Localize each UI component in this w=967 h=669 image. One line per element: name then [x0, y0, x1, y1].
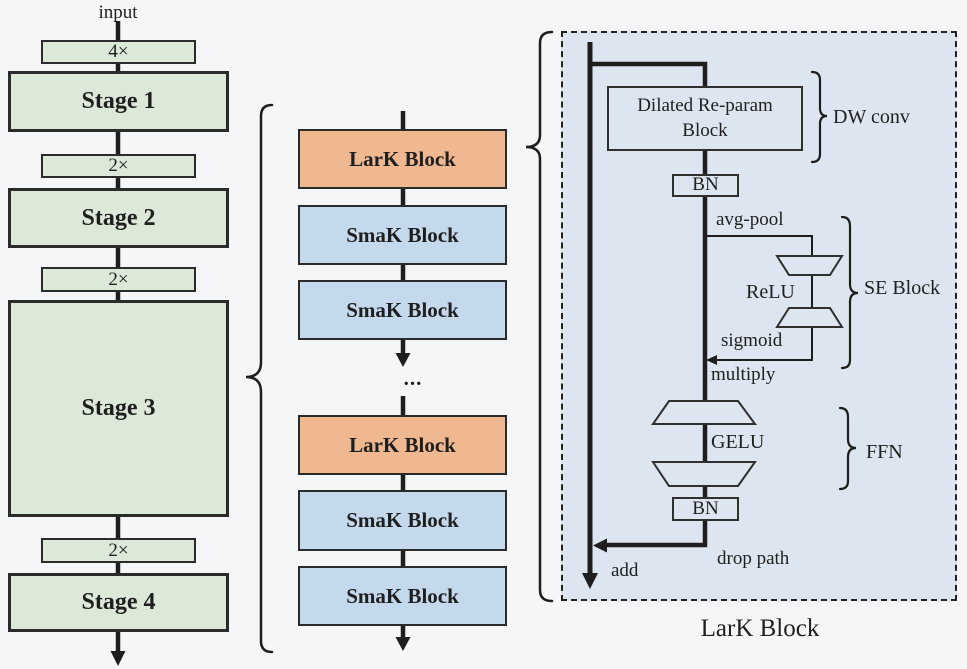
stack-ellipsis: ... — [403, 366, 423, 390]
stage1-repeat-box: 4× — [41, 40, 196, 64]
sigmoid-label: sigmoid — [721, 330, 783, 351]
backbone-output-arrowhead-icon — [110, 651, 126, 666]
bn-bottom-box: BN — [672, 497, 739, 521]
add-label: add — [611, 560, 639, 581]
stage4-repeat-box: 2× — [41, 538, 196, 563]
stage3-repeat-box: 2× — [41, 267, 196, 292]
smak-block-3: SmaK Block — [298, 490, 507, 551]
input-label: input — [98, 2, 138, 23]
lark-block-caption: LarK Block — [700, 615, 820, 642]
smak-block-2: SmaK Block — [298, 280, 507, 340]
bn-top-box: BN — [672, 174, 739, 197]
gelu-label: GELU — [711, 431, 765, 453]
dilated-reparam-block-box: Dilated Re-param Block — [607, 86, 803, 151]
stage2-repeat-box: 2× — [41, 154, 196, 178]
lark-block-2: LarK Block — [298, 415, 507, 475]
dw-conv-label: DW conv — [833, 106, 910, 128]
stage1-box: Stage 1 — [8, 71, 229, 132]
stage4-box: Stage 4 — [8, 573, 229, 632]
stack-arrowhead-bottom-icon — [395, 637, 411, 651]
lark-block-1: LarK Block — [298, 129, 507, 189]
se-block-label: SE Block — [864, 277, 941, 299]
smak-block-4: SmaK Block — [298, 566, 507, 626]
stage2-box: Stage 2 — [8, 188, 229, 248]
drop-path-label: drop path — [717, 548, 790, 569]
stack-arrowhead-top-icon — [395, 353, 411, 367]
smak-block-1: SmaK Block — [298, 205, 507, 265]
stage3-stack-brace-icon — [245, 103, 274, 654]
ffn-label: FFN — [866, 441, 903, 463]
lark-detail-brace-icon — [525, 30, 554, 603]
relu-label: ReLU — [746, 281, 795, 303]
avg-pool-label: avg-pool — [716, 209, 784, 230]
multiply-label: multiply — [711, 364, 776, 385]
stage3-box: Stage 3 — [8, 300, 229, 517]
